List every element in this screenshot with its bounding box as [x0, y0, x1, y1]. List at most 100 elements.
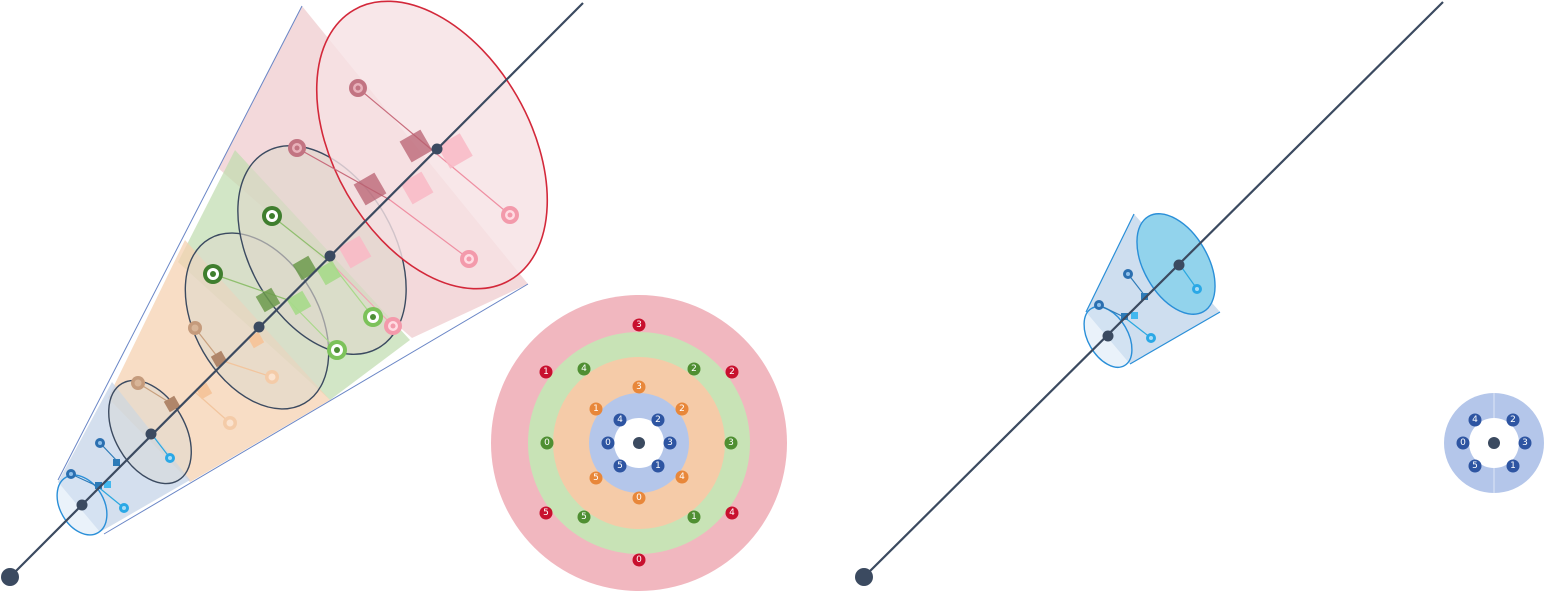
ring-label-badge — [663, 436, 677, 450]
green-marker-square — [286, 290, 312, 316]
blue-target-dot — [1192, 284, 1202, 294]
orange-target-dot — [131, 376, 145, 390]
blue-marker-square — [113, 459, 120, 466]
ring-label: 2 — [729, 367, 735, 377]
blue-target-dot — [66, 469, 76, 479]
concentric-ring-diagram: 4 2 3 1 5 0 3 2 4 0 5 1 2 3 1 5 0 4 3 — [491, 295, 787, 591]
ring-label-badge — [589, 402, 603, 416]
target-dots — [66, 79, 519, 513]
right-cone-outline — [1085, 213, 1221, 365]
ring-label: 2 — [655, 415, 661, 425]
ring-label-badge — [724, 436, 738, 450]
ring-label-badge — [539, 365, 553, 379]
ring-label-badge — [539, 506, 553, 520]
red-target-dot — [501, 206, 519, 224]
ring-label: 0 — [1460, 438, 1466, 448]
ring-label-badge — [687, 362, 701, 376]
right-axis-origin — [855, 568, 873, 586]
red-marker-square — [400, 171, 434, 205]
ring-label-badge — [632, 318, 646, 332]
orange-target-dot — [188, 321, 202, 335]
right-marker-square — [1121, 313, 1128, 320]
ring-label-badge — [651, 459, 665, 473]
ring-label-badge — [540, 436, 554, 450]
blue-ring-labels: 4 2 3 1 5 0 — [601, 413, 677, 473]
ring-label-badge — [613, 413, 627, 427]
ring-label-badge — [675, 470, 689, 484]
target-dots — [1094, 269, 1202, 343]
ring-label: 1 — [655, 461, 661, 471]
ring-label: 4 — [581, 364, 587, 374]
ring-label: 4 — [729, 508, 735, 518]
green-target-dot — [203, 264, 223, 284]
red-marker-square — [437, 133, 473, 169]
ring-label-badge — [1468, 413, 1482, 427]
ring-label: 5 — [593, 473, 599, 483]
ring-label-badge — [1456, 436, 1470, 450]
ring-label: 5 — [581, 512, 587, 522]
small-ring-labels: 4 2 3 1 5 0 — [1456, 413, 1532, 473]
small-ring-diagram: 4 2 3 1 5 0 — [1444, 393, 1544, 493]
green-target-dot — [327, 340, 347, 360]
ring-label-badge — [589, 471, 603, 485]
blue-marker-square — [95, 482, 102, 489]
ring-label-badge — [1518, 436, 1532, 450]
right-cone — [855, 1, 1444, 586]
ring-label: 3 — [728, 438, 734, 448]
ring-label-badge — [632, 380, 646, 394]
ring-label-badge — [687, 510, 701, 524]
ring-label: 1 — [593, 404, 599, 414]
ring-label-badge — [601, 436, 615, 450]
green-marker-square — [255, 287, 281, 313]
ring-label: 1 — [1510, 461, 1516, 471]
ring-label: 0 — [636, 493, 642, 503]
left-cone-stack — [1, 0, 584, 586]
red-target-dot — [460, 250, 478, 268]
ring-label-badge — [675, 402, 689, 416]
red-marker-square — [353, 172, 387, 206]
orange-ring-labels: 3 2 4 0 5 1 — [589, 380, 689, 505]
blue-target-dot — [165, 453, 175, 463]
blue-target-dot — [95, 438, 105, 448]
axis-nodes — [76, 143, 443, 511]
ring-label-badge — [613, 459, 627, 473]
ring-label: 2 — [679, 404, 685, 414]
ring-label: 2 — [1510, 415, 1516, 425]
red-marker-square — [399, 129, 433, 163]
blue-target-dot — [1146, 333, 1156, 343]
green-marker-square — [316, 260, 342, 286]
orange-marker-square — [163, 395, 181, 413]
ring-label: 3 — [636, 320, 642, 330]
ring-label-badge — [725, 506, 739, 520]
right-marker-square — [1141, 293, 1148, 300]
ring-label: 1 — [543, 367, 549, 377]
green-target-dot — [262, 206, 282, 226]
ring-label-badge — [651, 413, 665, 427]
blue-target-dot — [1123, 269, 1133, 279]
ring-label-badge — [725, 365, 739, 379]
ring-label: 3 — [1522, 438, 1528, 448]
red-target-dot — [384, 317, 402, 335]
ring-label-badge — [632, 553, 646, 567]
ring-label: 0 — [605, 438, 611, 448]
ring-label: 0 — [544, 438, 550, 448]
orange-target-dot — [223, 416, 237, 430]
axis-node — [1173, 259, 1185, 271]
ring-label: 1 — [691, 512, 697, 522]
red-ring-labels: 3 2 4 0 5 1 — [539, 318, 739, 567]
ring-label: 0 — [636, 555, 642, 565]
ring-label-badge — [1468, 459, 1482, 473]
axis-node — [1102, 330, 1114, 342]
ring-label: 4 — [1472, 415, 1478, 425]
cone-outline — [57, 5, 529, 535]
ring-label: 5 — [1472, 461, 1478, 471]
ring-label-badge — [577, 510, 591, 524]
ring-label: 4 — [679, 472, 685, 482]
ring-label-badge — [1506, 413, 1520, 427]
ring-label: 4 — [617, 415, 623, 425]
blue-marker-square — [104, 481, 111, 488]
blue-target-dot — [1094, 300, 1104, 310]
ring-center-dot — [633, 437, 645, 449]
red-target-dot — [288, 139, 306, 157]
